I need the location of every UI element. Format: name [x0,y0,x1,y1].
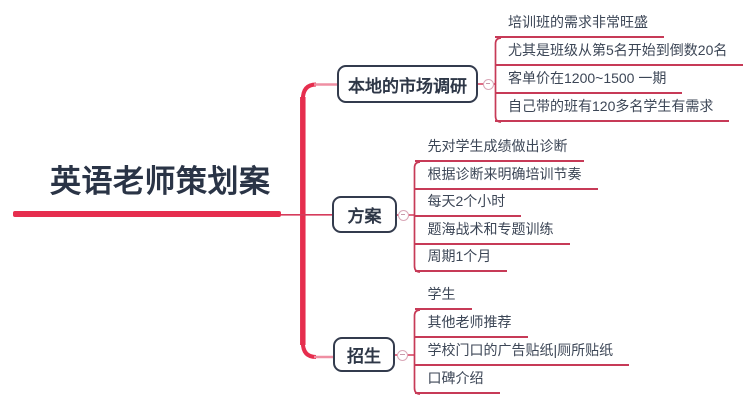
root-topic[interactable]: 英语老师策划案 [50,164,271,199]
collapse-toggle-icon[interactable] [482,78,494,90]
leaf-node[interactable]: 先对学生成绩做出诊断 [414,138,584,162]
leaf-node[interactable]: 学校门口的广告贴纸|厕所贴纸 [414,342,630,366]
minus-icon [485,83,490,85]
leaf-node[interactable]: 根据诊断来明确培训节奏 [414,166,598,190]
minus-icon [400,354,405,356]
leaf-node[interactable]: 尤其是班级从第5名开始到倒数20名 [495,42,744,66]
leaf-node[interactable]: 客单价在1200~1500 一期 [495,70,683,94]
leaf-node[interactable]: 学生 [414,286,472,310]
leaf-node[interactable]: 培训班的需求非常旺盛 [495,14,664,38]
leaf-node[interactable]: 其他老师推荐 [414,314,528,338]
branch-node-enrollment[interactable]: 招生 [333,337,395,372]
collapse-toggle-icon[interactable] [397,209,409,221]
leaf-node[interactable]: 自己带的班有120多名学生有需求 [495,98,730,122]
branch-node-market-research[interactable]: 本地的市场调研 [337,65,478,103]
trunk-top-corner [300,82,317,101]
branch-node-plan[interactable]: 方案 [332,196,397,233]
collapse-toggle-icon[interactable] [397,349,408,361]
root-topic-underline [13,211,281,217]
leaf-node[interactable]: 每天2个小时 [414,193,522,217]
leaf-node[interactable]: 口碑介绍 [414,370,500,394]
leaf-node[interactable]: 题海战术和专题训练 [414,221,570,245]
trunk-bottom-corner [300,341,317,359]
minus-icon [400,214,405,216]
leaf-node[interactable]: 周期1个月 [414,248,508,272]
